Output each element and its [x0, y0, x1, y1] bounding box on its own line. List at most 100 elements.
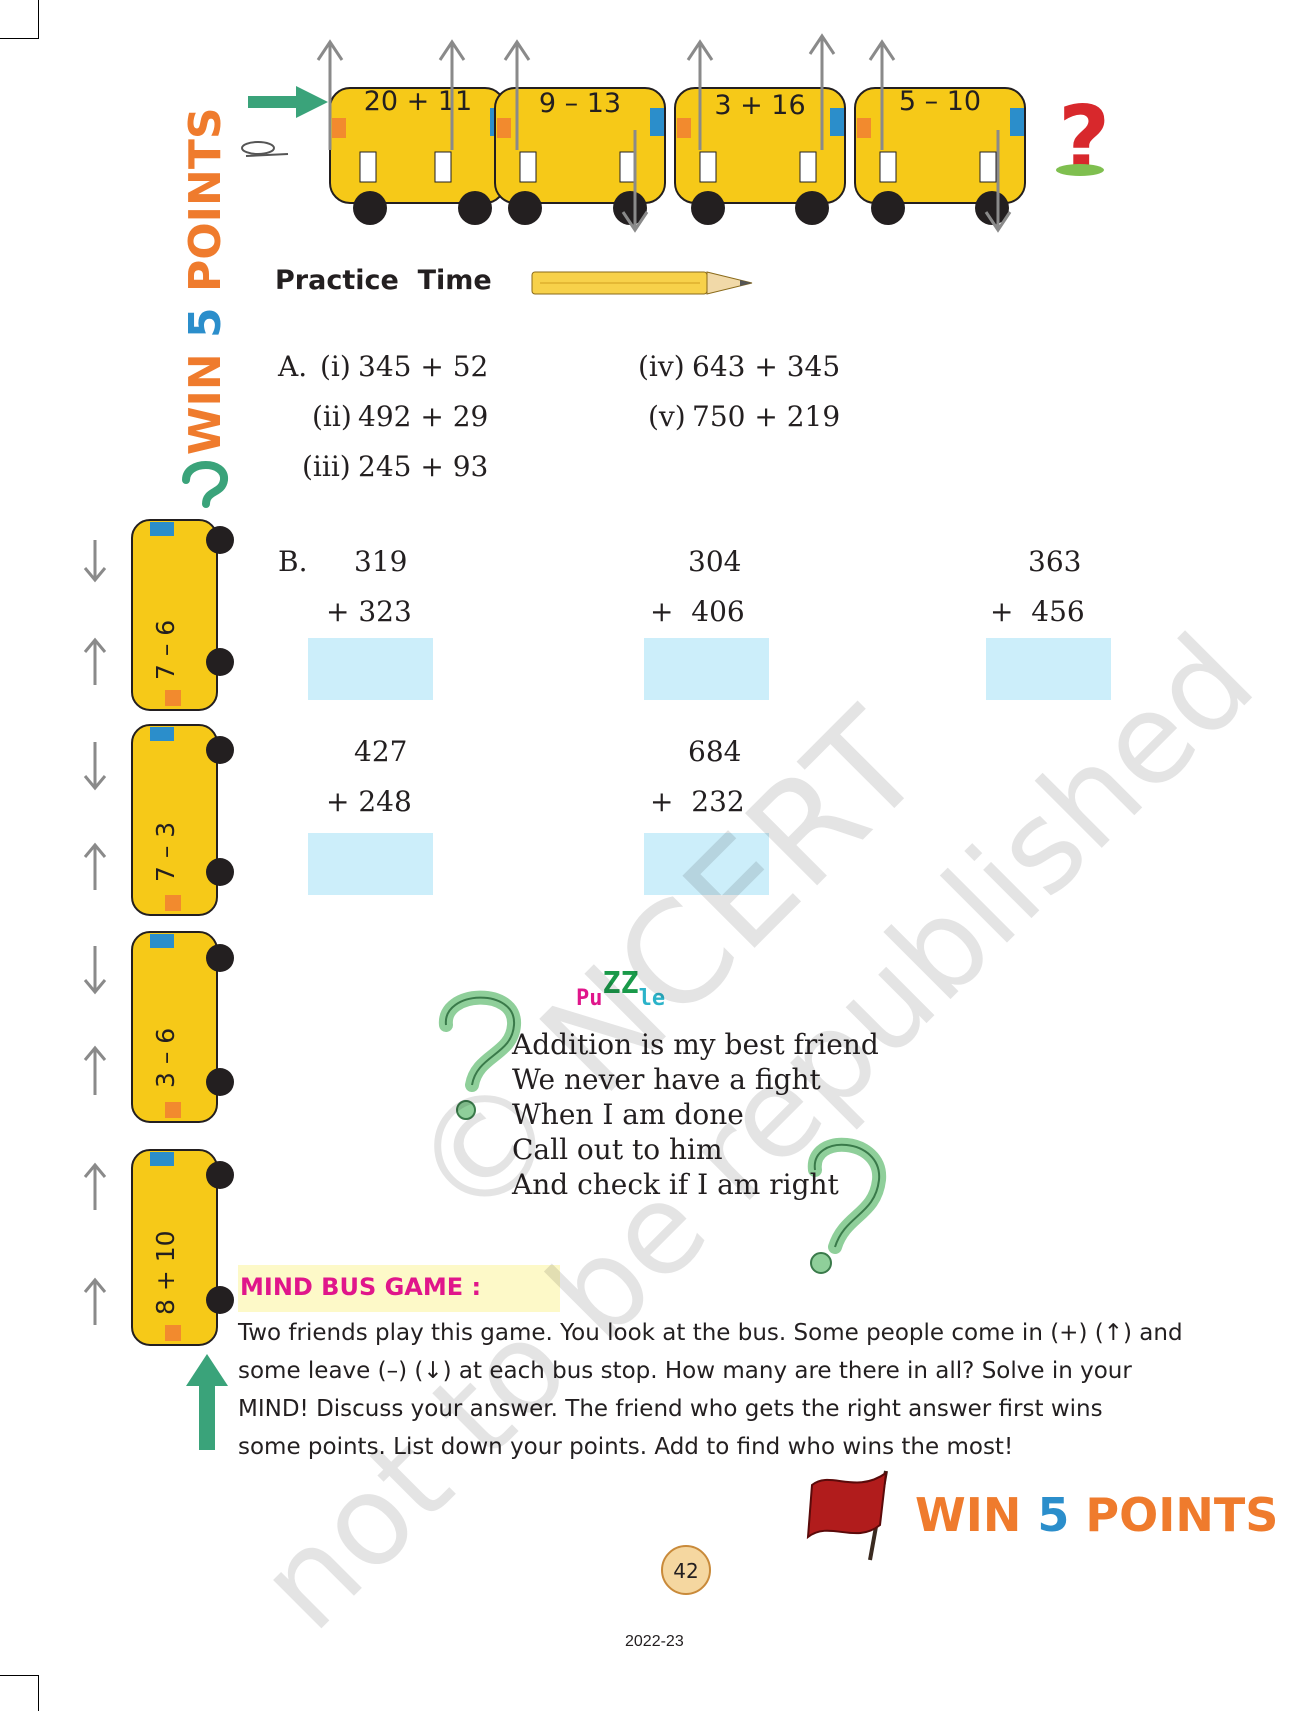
win-points-vertical: WIN 5 POINTS [180, 107, 231, 455]
top-bus-3-label: 3 + 16 [714, 90, 805, 121]
win-word: WIN [180, 353, 231, 455]
problem-bottom: + 248 [326, 785, 412, 818]
up-arrow-icon [83, 1045, 107, 1095]
side-bus-3: 3 – 6 [131, 931, 234, 1123]
answer-box[interactable] [644, 638, 769, 700]
side-bus-2: 7 – 3 [131, 724, 234, 916]
top-bus-1-label: 20 + 11 [364, 86, 473, 117]
instruction-line: MIND! Discuss your answer. The friend wh… [238, 1396, 1103, 1422]
crop-mark-top [0, 0, 39, 39]
red-flag-icon [806, 1470, 888, 1561]
up-arrow-icon [83, 1277, 107, 1325]
puzzle-title: PuZZle [576, 966, 666, 1013]
win-five: 5 [180, 307, 231, 338]
problem-top: 319 [354, 545, 408, 578]
svg-text:?: ? [1058, 87, 1110, 192]
green-arrow-icon [248, 86, 328, 118]
puzzle-title-part: Z [602, 966, 621, 1001]
green-up-arrow-icon [186, 1354, 228, 1450]
item-num: (ii) [312, 400, 352, 433]
down-arrow-icon [984, 130, 1012, 233]
up-arrow-icon [868, 39, 896, 150]
item-expr: 750 + 219 [692, 400, 841, 433]
up-arrow-icon [686, 39, 714, 150]
side-bus-4-label: 8 + 10 [151, 1230, 180, 1315]
side-bus-3-label: 3 – 6 [151, 1028, 180, 1088]
side-bus-1-label: 7 – 6 [151, 620, 180, 680]
item-expr: 345 + 52 [358, 350, 489, 383]
up-arrow-icon [83, 842, 107, 890]
puzzle-title-part: Z [620, 966, 639, 1001]
poem-line: And check if I am right [512, 1168, 839, 1201]
win-points-bottom: WIN 5 POINTS [915, 1488, 1278, 1542]
up-arrow-icon [83, 637, 107, 685]
instruction-line: some leave (–) (↓) at each bus stop. How… [238, 1358, 1132, 1384]
up-arrow-icon [808, 33, 836, 150]
item-expr: 643 + 345 [692, 350, 841, 383]
problem-bottom: + 323 [326, 595, 412, 628]
problem-top: 304 [688, 545, 742, 578]
top-bus-row: 20 + 11 9 – 13 3 + 16 5 – 10 [241, 33, 1110, 233]
puzzle-title-part: Pu [576, 986, 603, 1011]
question-mark-icon: ? [1056, 87, 1110, 192]
mind-bus-title-bg [238, 1265, 560, 1312]
question-mark-icon [438, 990, 521, 1120]
item-num: (v) [648, 400, 686, 433]
win-word: WIN [915, 1488, 1022, 1542]
item-num: (iv) [638, 350, 685, 383]
answer-box[interactable] [986, 638, 1111, 700]
problem-bottom: + 456 [990, 595, 1085, 628]
win-points-word: POINTS [1085, 1488, 1279, 1542]
problem-bottom: + 232 [650, 785, 745, 818]
crop-mark-bottom [0, 1675, 39, 1711]
section-b-label: B. [278, 545, 308, 578]
pencil-icon [531, 271, 753, 295]
problem-bottom: + 406 [650, 595, 745, 628]
item-num: (i) [320, 350, 351, 383]
up-arrow-icon [83, 1162, 107, 1210]
puzzle-title-part: le [638, 986, 666, 1011]
poem-line: Call out to him [512, 1133, 723, 1166]
year-label: 2022-23 [625, 1633, 684, 1650]
answer-box[interactable] [308, 638, 433, 700]
page-number-badge: 42 [661, 1545, 711, 1595]
up-arrow-icon [503, 39, 531, 150]
practice-title: Practice Time [275, 265, 492, 296]
page-number: 42 [673, 1559, 698, 1583]
down-arrow-icon [83, 946, 107, 995]
poem-line: Addition is my best friend [512, 1028, 879, 1061]
up-arrow-icon [438, 39, 466, 150]
small-figure-icon [241, 141, 289, 157]
question-mark-icon [182, 461, 228, 508]
top-bus-1: 20 + 11 [329, 86, 506, 225]
win-five: 5 [1037, 1488, 1070, 1542]
item-expr: 245 + 93 [358, 450, 489, 483]
puzzle-poem: Addition is my best friend We never have… [512, 1027, 879, 1202]
down-arrow-icon [83, 742, 107, 791]
top-bus-4: 5 – 10 [854, 86, 1026, 225]
question-mark-icon [807, 1137, 887, 1274]
side-bus-1: 7 – 6 [131, 519, 234, 711]
answer-box[interactable] [644, 833, 769, 895]
section-a-label: A. [278, 350, 308, 383]
top-bus-2: 9 – 13 [494, 87, 666, 225]
up-arrow-icon [316, 39, 344, 150]
mind-bus-title: MIND BUS GAME : [240, 1273, 482, 1301]
top-bus-2-label: 9 – 13 [539, 88, 621, 119]
side-bus-2-label: 7 – 3 [151, 822, 180, 882]
item-expr: 492 + 29 [358, 400, 489, 433]
problem-top: 684 [688, 735, 742, 768]
top-bus-3: 3 + 16 [674, 87, 846, 225]
instruction-line: some points. List down your points. Add … [238, 1434, 1014, 1460]
side-bus-column: 7 – 6 7 – 3 3 – 6 8 + 10 [83, 519, 234, 1346]
poem-line: We never have a fight [512, 1063, 821, 1096]
poem-line: When I am done [512, 1098, 744, 1131]
item-num: (iii) [302, 450, 351, 483]
answer-box[interactable] [308, 833, 433, 895]
win-points-word: POINTS [180, 107, 231, 292]
down-arrow-icon [83, 540, 107, 583]
problem-top: 363 [1028, 545, 1082, 578]
instruction-line: Two friends play this game. You look at … [238, 1320, 1183, 1346]
problem-top: 427 [354, 735, 408, 768]
top-bus-4-label: 5 – 10 [899, 86, 981, 117]
